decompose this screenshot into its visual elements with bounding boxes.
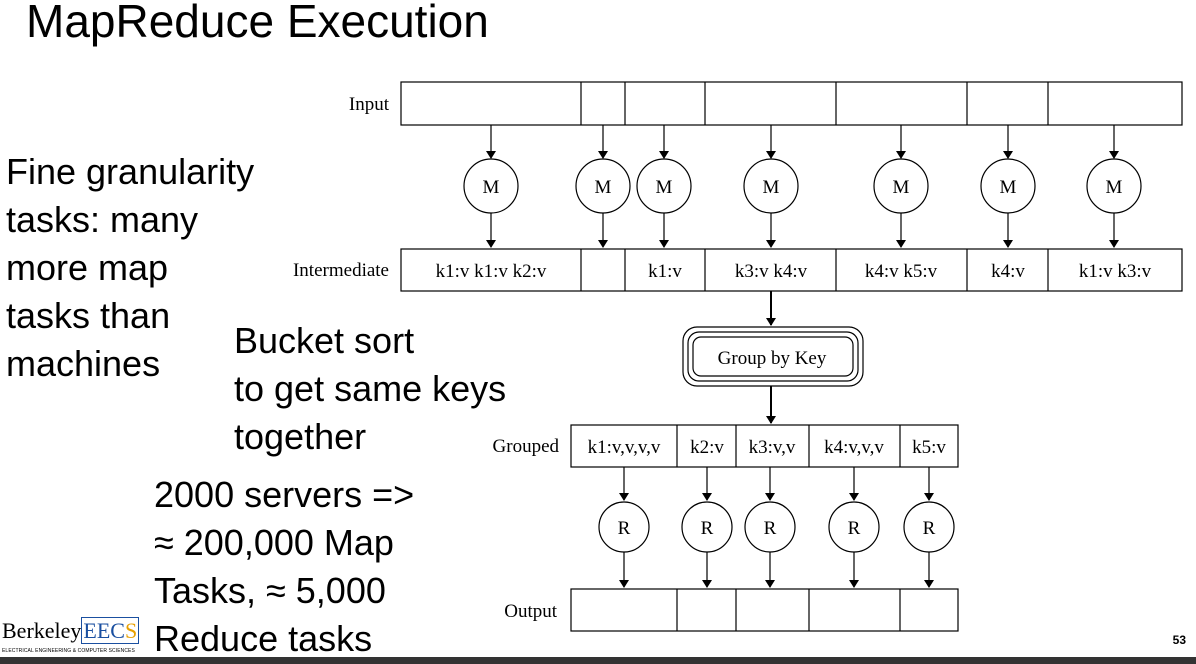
svg-text:R: R [764,518,777,539]
reduce-to-output-arrows [619,552,934,588]
svg-text:R: R [618,518,631,539]
input-row [400,81,1183,126]
servers-line: 2000 servers => [154,474,415,515]
map-node: M [636,158,692,214]
bottom-bar [0,657,1196,664]
output-label: Output [504,601,558,622]
intermediate-label: Intermediate [293,260,389,281]
logo-subtitle: ELECTRICAL ENGINEERING & COMPUTER SCIENC… [2,648,135,654]
intermediate-cell: k4:v k5:v [865,261,938,282]
grouped-cell: k1:v,v,v,v [588,437,661,458]
svg-text:R: R [848,518,861,539]
map-node: M [873,158,929,214]
reduce-node: R [828,501,880,553]
svg-text:M: M [1000,177,1017,198]
intermediate-cell: k1:v k1:v k2:v [436,261,547,282]
bucket-line: Bucket sort [234,320,415,361]
grouped-label: Grouped [493,436,560,457]
bucket-sort-note: Bucket sort to get same keys together [234,317,506,461]
intermediate-cell: k3:v k4:v [735,261,808,282]
intermediate-cell: k4:v [991,261,1025,282]
granularity-note: Fine granularity tasks: many more map ta… [6,148,254,388]
reduce-node: R [681,501,733,553]
map-node: M [463,158,519,214]
reduce-node: R [903,501,955,553]
granularity-line: more map [6,247,169,288]
map-node: M [980,158,1036,214]
granularity-line: machines [6,343,161,384]
svg-text:M: M [483,177,500,198]
logo-s-part: S [124,618,138,643]
map-nodes: M M M M M M M [463,158,1142,214]
svg-text:M: M [893,177,910,198]
slide-title: MapReduce Execution [26,0,489,47]
svg-text:M: M [763,177,780,198]
bucket-line: to get same keys [234,368,507,409]
grouped-cell: k3:v,v [749,437,796,458]
grouped-cell: k4:v,v,v [824,437,884,458]
output-row [570,588,959,632]
servers-line: ≈ 200,000 Map [154,522,394,563]
group-by-key-label: Group by Key [718,348,827,369]
grouped-row: k1:v,v,v,v k2:v k3:v,v k4:v,v,v k5:v [570,424,959,468]
map-to-intermediate-arrows [486,213,1119,248]
intermediate-cell: k1:v [648,261,682,282]
granularity-line: Fine granularity [6,151,255,192]
granularity-line: tasks than [6,295,171,336]
granularity-line: tasks: many [6,199,199,240]
berkeley-eecs-logo: BerkeleyEECS [2,617,140,644]
map-node: M [1086,158,1142,214]
bucket-line: together [234,416,367,457]
reduce-node: R [598,501,650,553]
map-node: M [575,158,631,214]
svg-text:M: M [656,177,673,198]
intermediate-row: k1:v k1:v k2:v k1:v k3:v k4:v k4:v k5:v … [400,248,1183,292]
logo-eecs-text: EECS [81,617,140,644]
reduce-nodes: R R R R R [598,501,955,553]
svg-text:R: R [923,518,936,539]
svg-text:M: M [1106,177,1123,198]
servers-line: Tasks, ≈ 5,000 [154,570,386,611]
grouped-cell: k2:v [690,437,724,458]
servers-line: Reduce tasks [154,618,373,659]
svg-text:M: M [595,177,612,198]
input-to-map-arrows [486,125,1119,159]
intermediate-cell: k1:v k3:v [1079,261,1152,282]
logo-berkeley-text: Berkeley [2,618,82,643]
reduce-node: R [744,501,796,553]
grouped-to-reduce-arrows [619,467,934,501]
svg-text:R: R [701,518,714,539]
servers-note: 2000 servers => ≈ 200,000 Map Tasks, ≈ 5… [154,471,414,663]
map-node: M [743,158,799,214]
grouped-cell: k5:v [912,437,946,458]
logo-eec-part: EEC [83,618,125,643]
input-label: Input [349,94,390,115]
group-by-key-box: Group by Key [682,326,864,387]
page-number: 53 [1172,633,1186,647]
